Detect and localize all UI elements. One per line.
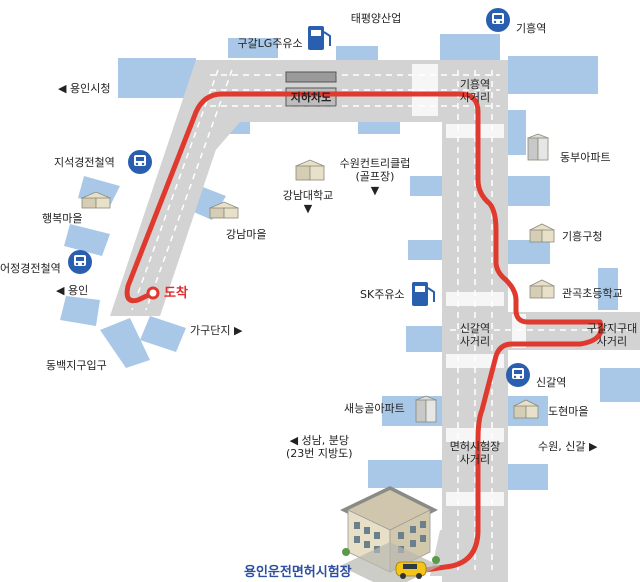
- dongbu-apt-label: 동부아파트: [560, 151, 611, 164]
- arrival-point: [146, 286, 160, 300]
- saenunggol-label: 새능골아파트: [344, 402, 405, 415]
- haengbok-label: 행복마을: [42, 212, 83, 225]
- eojeong-subway-icon: [68, 250, 92, 274]
- taxi-icon: [395, 561, 427, 579]
- gwangok-school-building-icon: [529, 279, 555, 299]
- seongnam-label: ◀ 성남, 분당 (23번 지방도): [286, 434, 353, 460]
- gwangok-school-label: 관곡초등학교: [562, 287, 623, 300]
- singal-station-label: 신갈역: [536, 376, 567, 389]
- suwon-label: 수원, 신갈 ▶: [538, 440, 598, 453]
- dongbu-apt-building-icon: [526, 133, 550, 161]
- dongbaek-label: 동백지구입구: [46, 359, 107, 372]
- lane-markings: [131, 69, 636, 570]
- yongin-label: ◀ 용인: [56, 284, 89, 297]
- giheung-office-building-icon: [529, 223, 555, 243]
- giheung-office-label: 기흥구청: [562, 230, 603, 243]
- golf-arrow: ▼: [370, 184, 380, 197]
- gangnam-village-building-icon: [208, 201, 240, 219]
- sk-gas-station-label: SK주유소: [360, 288, 405, 301]
- gangnam-univ-building-icon: [294, 159, 326, 181]
- jiseok-subway-icon: [128, 150, 152, 174]
- singal-intersection-label: 신갈역 사거리: [459, 322, 491, 348]
- arrival-label: 도착: [164, 286, 188, 301]
- gaga-label: 가구단지 ▶: [190, 324, 243, 337]
- yongin-city-hall-label: ◀ 용인시청: [58, 82, 111, 95]
- lg-gas-station-label: 구갈LG주유소: [237, 37, 303, 50]
- sk-gas-station-icon: [412, 282, 435, 306]
- underpass-tunnel: [285, 71, 337, 83]
- haengbok-building-icon: [80, 191, 112, 209]
- jiseok-station-label: 지석경전철역: [54, 156, 115, 169]
- dohyeon-label: 도현마을: [548, 405, 589, 418]
- underpass-label: 지하차도: [290, 91, 332, 104]
- lg-gas-station-icon: [308, 26, 331, 50]
- gangnam-village-label: 강남마을: [226, 228, 267, 241]
- giheung-station-label: 기흥역: [516, 22, 547, 35]
- dohyeon-building-icon: [513, 399, 539, 419]
- giheung-intersection-label: 기흥역 사거리: [459, 78, 491, 104]
- gugal-intersection-label: 구갈지구대 사거리: [586, 322, 638, 348]
- gangnam-univ-label: 강남대학교: [282, 189, 334, 202]
- golf-label: 수원컨트리클럽 (골프장): [339, 157, 411, 183]
- exam-center-building-icon: [340, 486, 440, 582]
- giheung-subway-icon: [486, 8, 510, 32]
- exam-center-label: 용인운전면허시험장: [244, 565, 352, 580]
- singal-subway-icon: [506, 363, 530, 387]
- saenunggol-apt-building-icon: [414, 395, 438, 423]
- eojeong-station-label: 어정경전철역: [0, 262, 61, 275]
- crosswalks: [412, 64, 526, 506]
- gangnam-univ-arrow: ▼: [303, 202, 313, 215]
- exam-intersection-label: 면허시험장 사거리: [449, 440, 501, 466]
- taepyeong-label: 태평양산업: [350, 12, 402, 25]
- route-line: [124, 91, 604, 575]
